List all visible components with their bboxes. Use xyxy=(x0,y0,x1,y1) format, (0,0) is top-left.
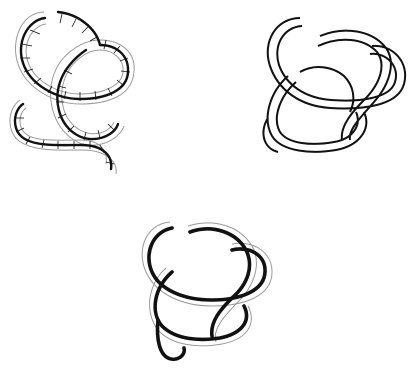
tube-strand-low-inner xyxy=(277,82,358,144)
band-strand-top xyxy=(149,228,265,300)
trefoil-double-outline-panel xyxy=(263,18,405,152)
ribbon-lower-inner xyxy=(20,108,106,164)
tube-strand-top-inner xyxy=(277,26,396,101)
trefoil-shaded-band-panel xyxy=(142,222,272,359)
trefoil-ribbon-panel xyxy=(10,12,134,174)
band-outline-top xyxy=(142,222,272,306)
tube-strand-left-inner xyxy=(300,67,353,112)
band-strand-mid xyxy=(190,229,250,336)
